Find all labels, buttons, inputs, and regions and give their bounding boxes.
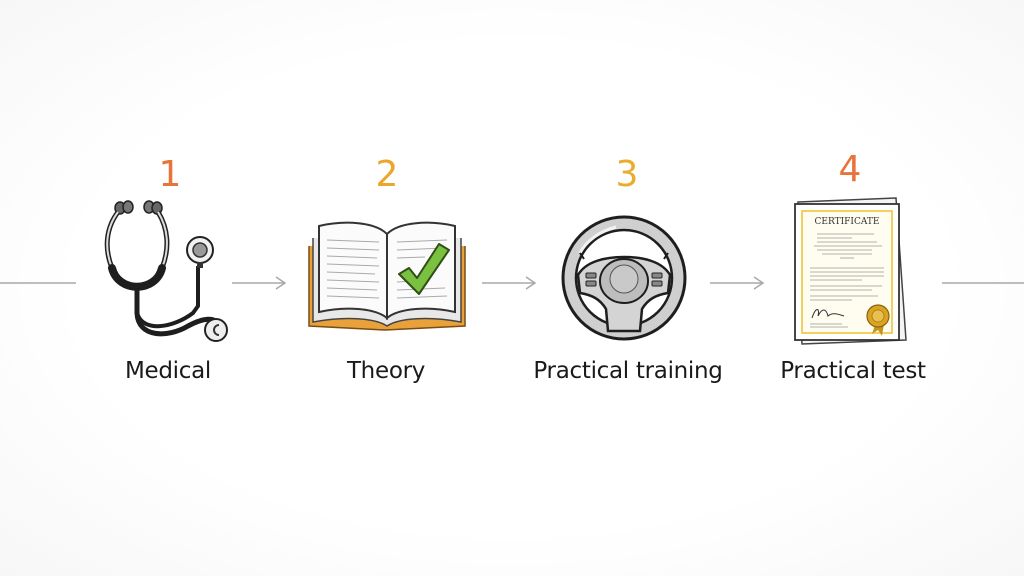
certificate-title: CERTIFICATE <box>815 217 880 227</box>
book-checkmark-icon <box>308 221 466 331</box>
step-number-4: 4 <box>838 149 862 190</box>
trailing-line <box>942 282 1024 284</box>
stethoscope-icon <box>104 200 228 342</box>
step-number-2: 2 <box>375 154 399 195</box>
step-label-practical-test: Practical test <box>780 358 926 384</box>
arrow-right-icon <box>482 276 537 290</box>
step-number-1: 1 <box>158 154 182 195</box>
steering-wheel-icon <box>561 215 687 341</box>
arrow-right-icon <box>710 276 765 290</box>
step-label-practical-training: Practical training <box>533 358 723 384</box>
arrow-right-icon <box>232 276 287 290</box>
step-label-theory: Theory <box>346 358 426 384</box>
step-number-3: 3 <box>615 154 639 195</box>
certificate-icon: CERTIFICATE <box>794 197 907 345</box>
leading-line <box>0 282 76 284</box>
step-label-medical: Medical <box>124 358 211 384</box>
